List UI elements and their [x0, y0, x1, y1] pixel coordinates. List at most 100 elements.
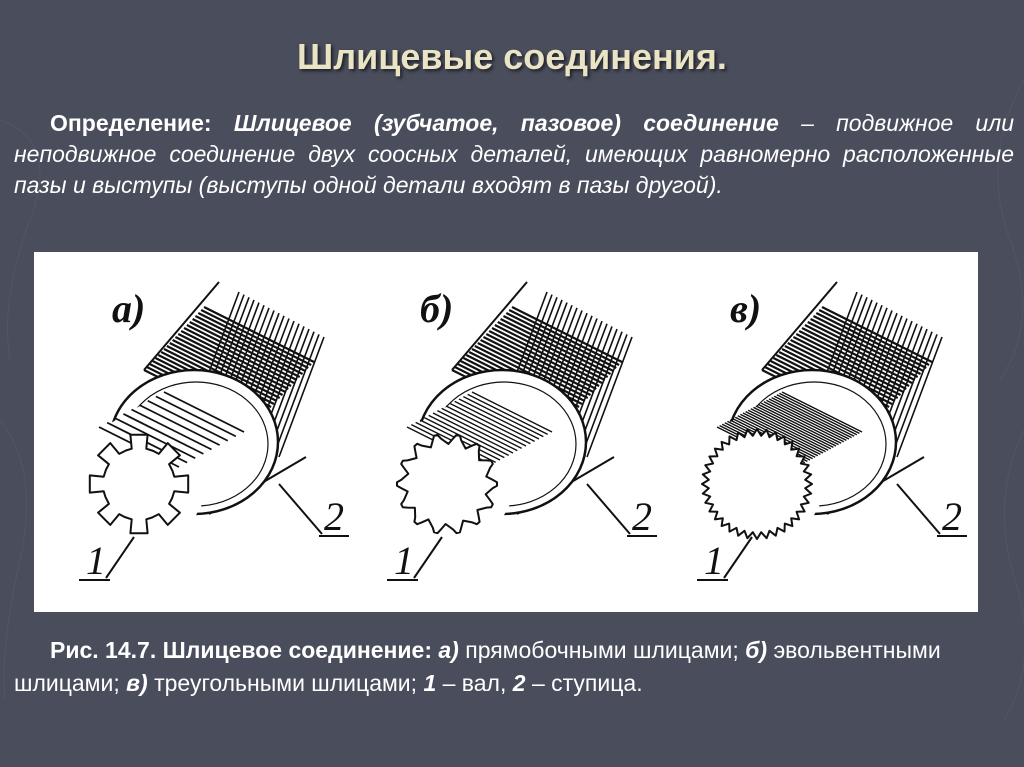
- spline-tooth-line: [737, 415, 819, 457]
- caption-figure-number: Рис. 14.7. Шлицевое соединение:: [50, 637, 432, 663]
- spline-tooth-line: [450, 403, 531, 445]
- spline-tooth-line: [760, 402, 842, 444]
- definition-label: Определение:: [50, 110, 212, 136]
- shaft-label: 1: [394, 538, 414, 583]
- caption-shaft-text: – вал,: [442, 670, 507, 696]
- caption-letter-c: в): [126, 670, 148, 696]
- slide-title: Шлицевые соединения.: [297, 36, 727, 77]
- spline-view-involute: б) 1 2: [387, 281, 657, 583]
- spline-tooth-line: [742, 412, 824, 454]
- spline-tooth-line: [755, 405, 837, 447]
- hub-top-edge: [761, 281, 838, 371]
- hub-hatch-line: [189, 321, 301, 378]
- hub-leader-line: [278, 483, 323, 535]
- hub-top-edge: [143, 281, 220, 371]
- spline-tooth-line: [437, 410, 518, 452]
- spline-tooth-line: [122, 413, 204, 455]
- caption-hub-text: – ступица.: [531, 670, 643, 696]
- figure-caption: Рис. 14.7. Шлицевое соединение: а) прямо…: [14, 634, 1014, 700]
- spline-tooth-line: [753, 406, 834, 449]
- spline-tooth-line: [763, 401, 845, 443]
- shaft-leader-line: [105, 536, 135, 579]
- spline-view-triangular: в) 1 2: [697, 281, 967, 583]
- spline-tooth-line: [747, 409, 829, 451]
- view-letter: б): [420, 286, 453, 331]
- definition-paragraph: Определение: Шлицевое (зубчатое, пазовое…: [14, 108, 1014, 201]
- caption-text-a: прямобочными шлицами;: [465, 637, 739, 663]
- spline-tooth-line: [139, 404, 221, 446]
- shaft-leader-line: [413, 536, 443, 579]
- hub-hatch-line: [807, 321, 919, 378]
- spline-tooth-line: [781, 391, 863, 433]
- caption-letter-b: б): [745, 637, 768, 663]
- spline-tooth-line: [776, 394, 858, 436]
- spline-tooth-line: [471, 391, 553, 433]
- hub-label: 2: [632, 494, 652, 539]
- hub-hatch-line: [891, 334, 938, 455]
- hub-leader-line: [586, 483, 631, 535]
- hub-top-edge: [451, 281, 528, 371]
- shaft-label: 1: [704, 538, 724, 583]
- spline-tooth-line: [463, 396, 544, 438]
- hub-hatch-line: [186, 324, 298, 381]
- view-letter: в): [730, 286, 761, 331]
- shaft-spline-profile: [701, 428, 813, 540]
- spline-tooth-line: [163, 391, 245, 433]
- spline-figure: а)12б)12в)12: [79, 281, 967, 583]
- spline-tooth-line: [432, 412, 514, 454]
- hub-hatch-line: [804, 324, 916, 381]
- spline-tooth-line: [750, 408, 832, 450]
- hub-hatch-line: [896, 336, 943, 458]
- hub-hatch-line: [278, 336, 325, 458]
- hub-leader-line: [896, 483, 941, 535]
- hub-hatch-line: [586, 336, 633, 458]
- hub-hatch-line: [815, 312, 927, 369]
- spline-tooth-line: [155, 395, 237, 438]
- hub-hatch-line: [485, 333, 597, 390]
- spline-tooth-line: [745, 410, 826, 453]
- hub-hatch-line: [787, 342, 899, 399]
- spline-tooth-line: [740, 413, 821, 456]
- spline-tooth-line: [766, 399, 847, 442]
- spline-tooth-line: [773, 395, 855, 437]
- hub-hatch-line: [177, 333, 289, 390]
- caption-shaft-number: 1: [423, 670, 437, 696]
- hub-hatch-line: [169, 342, 281, 399]
- hub-hatch-line: [197, 312, 309, 369]
- hub-hatch-line: [477, 342, 589, 399]
- hub-hatch-line: [494, 324, 606, 381]
- hub-hatch-line: [497, 321, 609, 378]
- hub-label: 2: [942, 494, 962, 539]
- spline-tooth-line: [424, 417, 505, 459]
- spline-tooth-line: [441, 407, 522, 449]
- spline-tooth-line: [428, 414, 509, 456]
- caption-text-c: треугольными шлицами;: [154, 670, 418, 696]
- shaft-spline-profile: [88, 433, 190, 535]
- spline-tooth-line: [779, 392, 860, 435]
- spline-tooth-line: [458, 398, 540, 440]
- hub-hatch-line: [581, 334, 628, 455]
- hub-hatch-line: [795, 333, 907, 390]
- spline-tooth-line: [131, 408, 212, 451]
- definition-text: – подвижное или неподвижное соединение д…: [14, 110, 1014, 198]
- spline-tooth-line: [454, 400, 535, 442]
- shaft-spline-profile: [396, 433, 498, 535]
- spline-tooth-line: [114, 417, 196, 460]
- shaft-label: 1: [86, 538, 106, 583]
- view-letter: а): [112, 286, 145, 331]
- spline-tooth-line: [768, 398, 850, 440]
- caption-letter-a: а): [438, 637, 459, 663]
- spline-tooth-line: [445, 405, 527, 447]
- caption-text-b: эвольвентными шлицами;: [14, 637, 941, 696]
- spline-tooth-line: [467, 393, 548, 435]
- hub-hatch-line: [505, 312, 617, 369]
- caption-hub-number: 2: [512, 670, 526, 696]
- spline-tooth-line: [758, 403, 839, 446]
- spline-tooth-line: [147, 399, 229, 442]
- hub-hatch-line: [273, 334, 320, 455]
- shaft-leader-line: [723, 536, 753, 579]
- definition-term: Шлицевое (зубчатое, пазовое) соединение: [233, 110, 779, 136]
- spline-view-rectangular: а)12: [79, 281, 349, 583]
